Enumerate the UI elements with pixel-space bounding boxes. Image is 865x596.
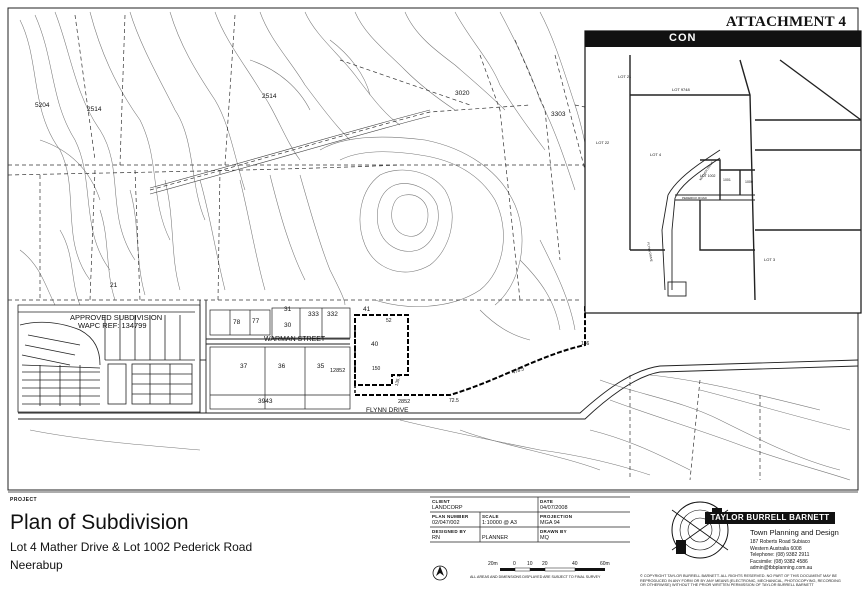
scale-tick-1: 0 [513,561,516,567]
approved-subdivision-label: APPROVED SUBDIVISION [70,313,163,322]
firm-phone: Telephone: (08) 9382 2911 [750,552,810,558]
projection-value: MGA 94 [540,520,560,526]
firm-fax: Facsimile: (08) 9382 4586 [750,558,808,565]
lot-35: 35 [317,363,325,370]
lot-78: 78 [233,319,241,326]
lot-2514-a: 2514 [87,106,102,113]
lot-3303: 3303 [551,111,566,118]
inset-lot21: LOT 21 [618,74,632,79]
scale-value: 1:10000 @ A3 [482,520,517,526]
lot-21: 21 [110,282,118,289]
inset-header: CON [585,31,861,47]
north-arrow-icon [432,565,448,581]
scale-tick-0: 20m [488,561,498,567]
dim-150: 150 [372,366,381,372]
firm-address: 187 Roberts Road Subiaco Western Austral… [750,539,812,572]
lot-12852: 12852 [330,368,346,374]
projection-header: PROJECTION [540,514,573,519]
scale-tick-2: 10 [527,561,533,567]
scale-tick-3: 20 [542,561,548,567]
lot-37: 37 [240,363,248,370]
lot-3943: 3943 [258,398,273,405]
plan-number-value: 02/047/002 [432,520,460,526]
firm-name: TAYLOR BURRELL BARNETT [705,512,835,524]
firm-subtitle: Town Planning and Design [750,528,839,537]
plan-number-header: PLAN NUMBER [432,514,469,519]
designed-header: DESIGNED BY [432,529,467,534]
lot-333: 333 [308,311,319,318]
attachment-label: ATTACHMENT 4 [725,14,847,30]
scale-tick-5: 60m [600,561,610,567]
designed-value: RN [432,535,440,541]
lot-77: 77 [252,318,260,325]
firm-address-line: Western Australia 6008 [750,545,802,552]
survey-disclaimer: ALL AREAS AND DIMENSIONS DISPLAYED ARE S… [470,575,601,579]
inset-lot1002: LOT 1002 [700,174,716,178]
flynn-drive-label: FLYNN DRIVE [366,407,409,414]
contour-lines [19,11,851,481]
scale-tick-4: 40 [572,561,578,567]
dim-136: 136 [581,341,590,347]
inset-lot1000: 1000 [745,180,753,184]
roads [18,300,859,420]
client-header: CLIENT [432,499,451,504]
client-value: LANDCORP [432,505,463,511]
project-label: PROJECT [10,497,38,503]
firm-email: admin@tbbplanning.com.au [750,565,813,571]
inset-lot9748: LOT 9748 [672,87,690,92]
dim-52: 52 [386,318,392,324]
inset-lot4: LOT 4 [650,152,662,157]
planner-value: PLANNER [482,535,508,541]
plan-title: Plan of Subdivision [10,511,189,534]
subject-road-boundary [355,305,586,396]
approved-subdivision [17,304,201,413]
drawn-header: DRAWN BY [540,529,567,534]
plan-subtitle-2: Neerabup [10,558,63,572]
lot-2852: 2852 [398,399,411,405]
scale-bar [500,567,605,572]
title-block [8,491,858,543]
dim-72-5: 72.5 [449,398,459,404]
lot-332: 332 [327,311,338,318]
cadastral-boundaries [7,14,761,481]
date-header: DATE [540,499,554,504]
lot-3020: 3020 [455,90,470,97]
inset-map [584,30,862,314]
date-value: 04/07/2008 [540,505,568,511]
lot-5204: 5204 [35,102,50,109]
warman-street-label: WARMAN STREET [264,336,326,343]
tbb-logo-icon [671,501,729,559]
boundary-double-lines [149,109,431,195]
inset-lot3: LOT 3 [764,257,776,262]
firm-address-line: 187 Roberts Road Subiaco [750,539,811,545]
plan-subtitle-1: Lot 4 Mather Drive & Lot 1002 Pederick R… [10,540,253,554]
lots-east [209,307,351,410]
lot-31: 31 [284,306,292,313]
lot-41: 41 [363,306,371,313]
drawn-value: MQ [540,535,549,541]
inset-lot22: LOT 22 [596,140,610,145]
inset-lot1001: 1001 [723,178,731,182]
lot-36: 36 [278,363,286,370]
scale-header: SCALE [482,514,499,519]
copyright-notice: © COPYRIGHT TAYLOR BURRELL BARNETT. ALL … [640,574,841,588]
lot-30: 30 [284,322,292,329]
lot-2514-b: 2514 [262,93,277,100]
lot-40: 40 [371,341,379,348]
inset-pederick: PEDERICK ROAD [682,196,707,200]
wapc-ref-label: WAPC REF: 134799 [78,321,147,330]
inset-header-text: CON [669,32,697,44]
